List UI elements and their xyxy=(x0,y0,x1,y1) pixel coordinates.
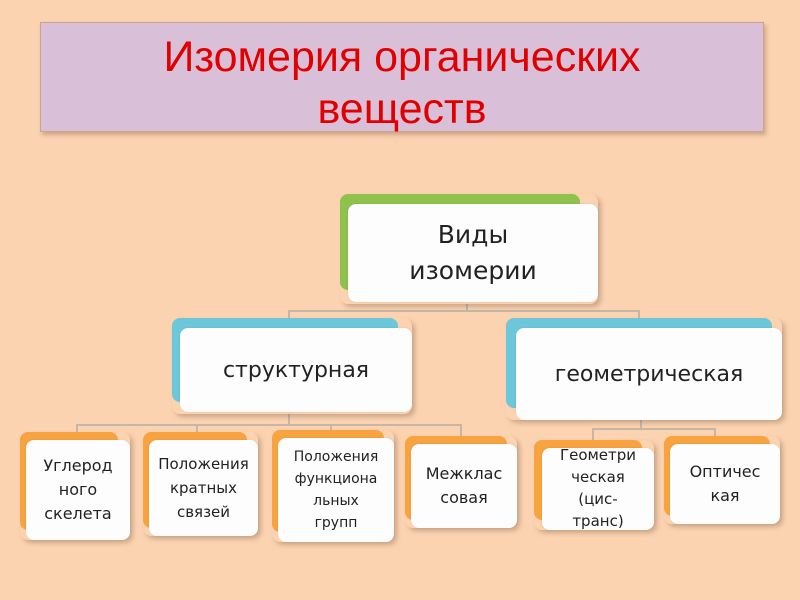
leaf-multiple-bonds: Положения кратных связей xyxy=(143,432,258,536)
leaf-face: Положения кратных связей xyxy=(149,440,258,536)
connector-geometric-horizontal xyxy=(592,428,716,430)
leaf-label: Положения кратных связей xyxy=(158,455,249,521)
leaf-optical: Оптичес кая xyxy=(664,436,780,524)
root-node-face: Виды изомерии xyxy=(348,204,598,302)
leaf-cis-trans: Геометри ческая (цис- транс) xyxy=(534,440,654,530)
geometric-node: геометрическая xyxy=(506,318,782,420)
connector-to-leaf-4 xyxy=(460,424,462,438)
connector-to-structural xyxy=(288,310,290,320)
structural-node-label: структурная xyxy=(222,357,370,383)
leaf-label: Геометри ческая (цис- транс) xyxy=(559,446,637,530)
leaf-carbon-skeleton: Углерод ного скелета xyxy=(20,432,130,540)
structural-node-face: структурная xyxy=(180,328,412,412)
leaf-face: Оптичес кая xyxy=(670,444,780,524)
leaf-face: Углерод ного скелета xyxy=(26,440,130,540)
leaf-face: Положения функциона льных групп xyxy=(278,438,394,542)
structural-node: структурная xyxy=(172,318,412,414)
leaf-interclass: Межклас совая xyxy=(405,436,517,528)
connector-to-geometric xyxy=(638,310,640,320)
leaf-face: Геометри ческая (цис- транс) xyxy=(542,446,654,530)
leaf-label: Межклас совая xyxy=(425,464,503,507)
leaf-label: Углерод ного скелета xyxy=(43,456,113,523)
title-banner: Изомерия органических веществ xyxy=(40,22,764,135)
page-title: Изомерия органических веществ xyxy=(41,31,763,135)
root-node: Виды изомерии xyxy=(340,194,598,304)
connector-root-down xyxy=(466,304,468,312)
geometric-node-face: геометрическая xyxy=(516,328,782,420)
connector-to-leaf-5 xyxy=(592,428,594,442)
leaf-functional-groups: Положения функциона льных групп xyxy=(272,430,394,542)
geometric-node-label: геометрическая xyxy=(554,361,744,387)
connector-to-leaf-2 xyxy=(196,424,198,434)
connector-structural-horizontal xyxy=(76,424,462,426)
connector-geometric-down xyxy=(640,420,642,430)
leaf-label: Положения функциона льных групп xyxy=(293,449,379,531)
connector-to-leaf-1 xyxy=(76,424,78,434)
connector-to-leaf-6 xyxy=(714,428,716,438)
leaf-label: Оптичес кая xyxy=(689,462,761,505)
connector-to-leaf-3 xyxy=(330,424,332,432)
connector-level2-horizontal xyxy=(288,310,640,312)
connector-structural-down xyxy=(288,414,290,426)
title-label: Изомерия органических веществ xyxy=(163,33,641,133)
leaf-face: Межклас совая xyxy=(411,444,517,528)
root-node-label: Виды изомерии xyxy=(409,220,537,285)
